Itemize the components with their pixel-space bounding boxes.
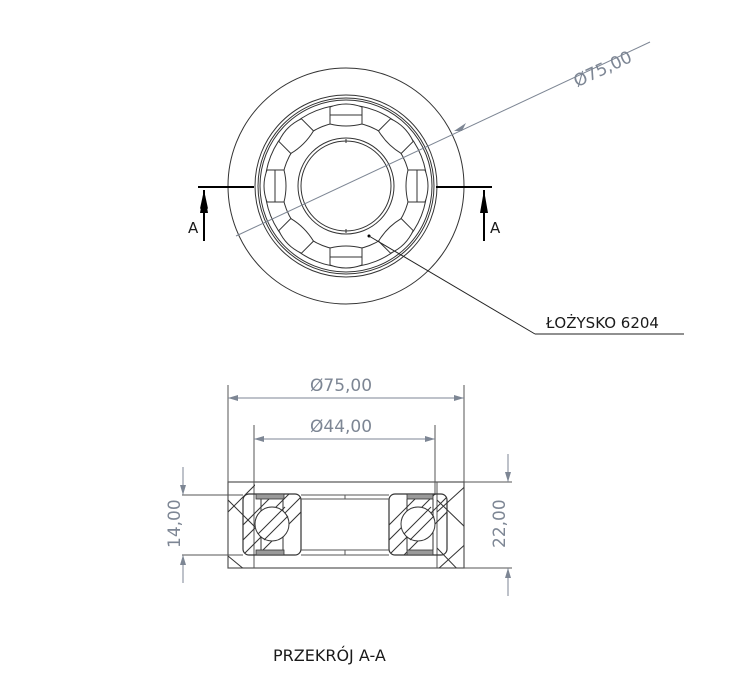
outer-wheel-circle	[227, 67, 465, 305]
section-view: Ø75,00 Ø44,00	[165, 376, 512, 665]
section-line-a-a	[198, 186, 492, 241]
inner-bore	[300, 140, 392, 232]
section-outer-diameter-text: Ø75,00	[310, 376, 372, 396]
bearing-outer-ring-2	[257, 97, 435, 275]
right-bearing-section	[388, 493, 448, 556]
section-marker-right: A	[490, 219, 501, 237]
right-ring-hatch	[437, 486, 464, 568]
bearing-label: ŁOŻYSKO 6204	[545, 313, 659, 332]
top-view: A A Ø75,00 ŁOŻYSKO 6204	[188, 41, 684, 335]
bearing-leader	[367, 234, 684, 335]
total-height-text: 22,00	[490, 499, 510, 548]
section-marker-left: A	[188, 219, 199, 237]
wheel-body-section	[227, 481, 465, 569]
bearing-width-text: 14,00	[165, 499, 185, 548]
axle-bore-section	[301, 494, 389, 556]
section-title: PRZEKRÓJ A-A	[273, 646, 386, 665]
left-bearing-section	[242, 493, 302, 556]
left-ring-hatch	[228, 484, 255, 568]
bearing-outer-ring-3	[259, 99, 433, 273]
section-inner-diameter-text: Ø44,00	[310, 417, 372, 437]
ball-pockets	[263, 103, 429, 269]
inner-ring-outer	[297, 137, 395, 235]
top-diameter-text: Ø75,00	[571, 48, 636, 92]
